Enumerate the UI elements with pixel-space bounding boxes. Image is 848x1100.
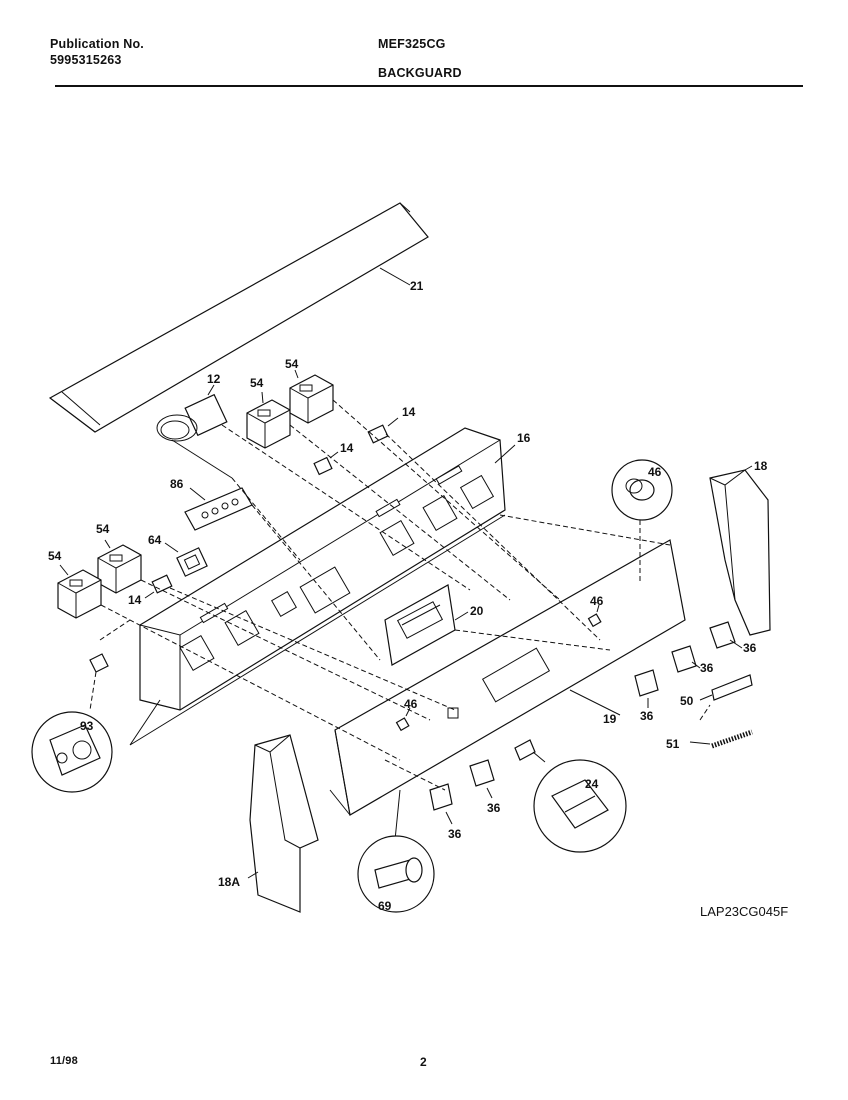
header-rule <box>55 85 803 87</box>
callout-64: 64 <box>148 533 162 547</box>
part-93-terminal-block <box>31 653 113 793</box>
part-36-knob-a <box>709 621 743 649</box>
callout-24: 24 <box>585 777 599 791</box>
part-86-control-board <box>184 487 253 531</box>
callout-46: 46 <box>648 465 662 479</box>
part-46-pilot-light-a <box>611 459 673 582</box>
part-36-knob-d <box>469 759 495 799</box>
callout-50: 50 <box>680 694 694 708</box>
callout-46: 46 <box>404 697 418 711</box>
footer-date: 11/98 <box>50 1055 78 1067</box>
callout-18A: 18A <box>218 875 240 889</box>
part-12-thermostat <box>156 384 233 479</box>
part-54-switch-c <box>97 539 142 594</box>
callout-12: 12 <box>207 372 221 386</box>
callout-36: 36 <box>743 641 757 655</box>
callout-36: 36 <box>487 801 501 815</box>
part-69-screw <box>357 789 435 913</box>
part-54-switch-b <box>289 369 334 424</box>
part-14-connector-b <box>313 451 339 476</box>
callout-54: 54 <box>250 376 264 390</box>
publication-number: 5995315263 <box>50 53 122 67</box>
part-64-indicator-light <box>164 542 208 577</box>
assembly-lines <box>99 399 711 791</box>
section-title: BACKGUARD <box>378 66 462 80</box>
drawing-code: LAP23CG045F <box>700 904 788 919</box>
part-14-connector-a <box>367 417 399 444</box>
part-16-rear-panel <box>129 427 516 746</box>
callout-20: 20 <box>470 604 484 618</box>
part-46-pilot-light-b <box>587 604 602 628</box>
part-36-knob-c <box>634 669 659 708</box>
part-24-rocker-switch <box>514 739 627 853</box>
part-18A-left-end-cap <box>247 734 319 913</box>
callout-86: 86 <box>170 477 184 491</box>
part-51-strip <box>689 729 753 749</box>
publication-label: Publication No. <box>50 37 144 51</box>
part-20-clock-timer <box>384 584 469 666</box>
part-54-switch-a <box>246 391 291 449</box>
callout-14: 14 <box>402 405 416 419</box>
part-21-top-trim <box>48 202 429 433</box>
part-36-knob-b <box>671 645 701 673</box>
part-14-connector-c <box>144 574 173 599</box>
callout-19: 19 <box>603 712 617 726</box>
part-50-bracket <box>699 674 753 701</box>
part-36-knob-e <box>429 783 453 825</box>
callout-14: 14 <box>128 593 142 607</box>
callout-54: 54 <box>285 357 299 371</box>
callout-54: 54 <box>96 522 110 536</box>
model-number: MEF325CG <box>378 37 446 51</box>
callout-54: 54 <box>48 549 62 563</box>
part-18-right-end-cap <box>709 465 771 636</box>
callout-36: 36 <box>640 709 654 723</box>
callout-51: 51 <box>666 737 680 751</box>
callout-18: 18 <box>754 459 768 473</box>
part-54-switch-d <box>57 564 102 619</box>
callout-14: 14 <box>340 441 354 455</box>
page-number: 2 <box>420 1055 427 1069</box>
callout-16: 16 <box>517 431 531 445</box>
part-46-pilot-light-c <box>395 707 411 732</box>
callout-69: 69 <box>378 899 392 913</box>
callout-36: 36 <box>448 827 462 841</box>
callout-21: 21 <box>410 279 424 293</box>
callout-46: 46 <box>590 594 604 608</box>
callout-93: 93 <box>80 719 94 733</box>
callout-36: 36 <box>700 661 714 675</box>
